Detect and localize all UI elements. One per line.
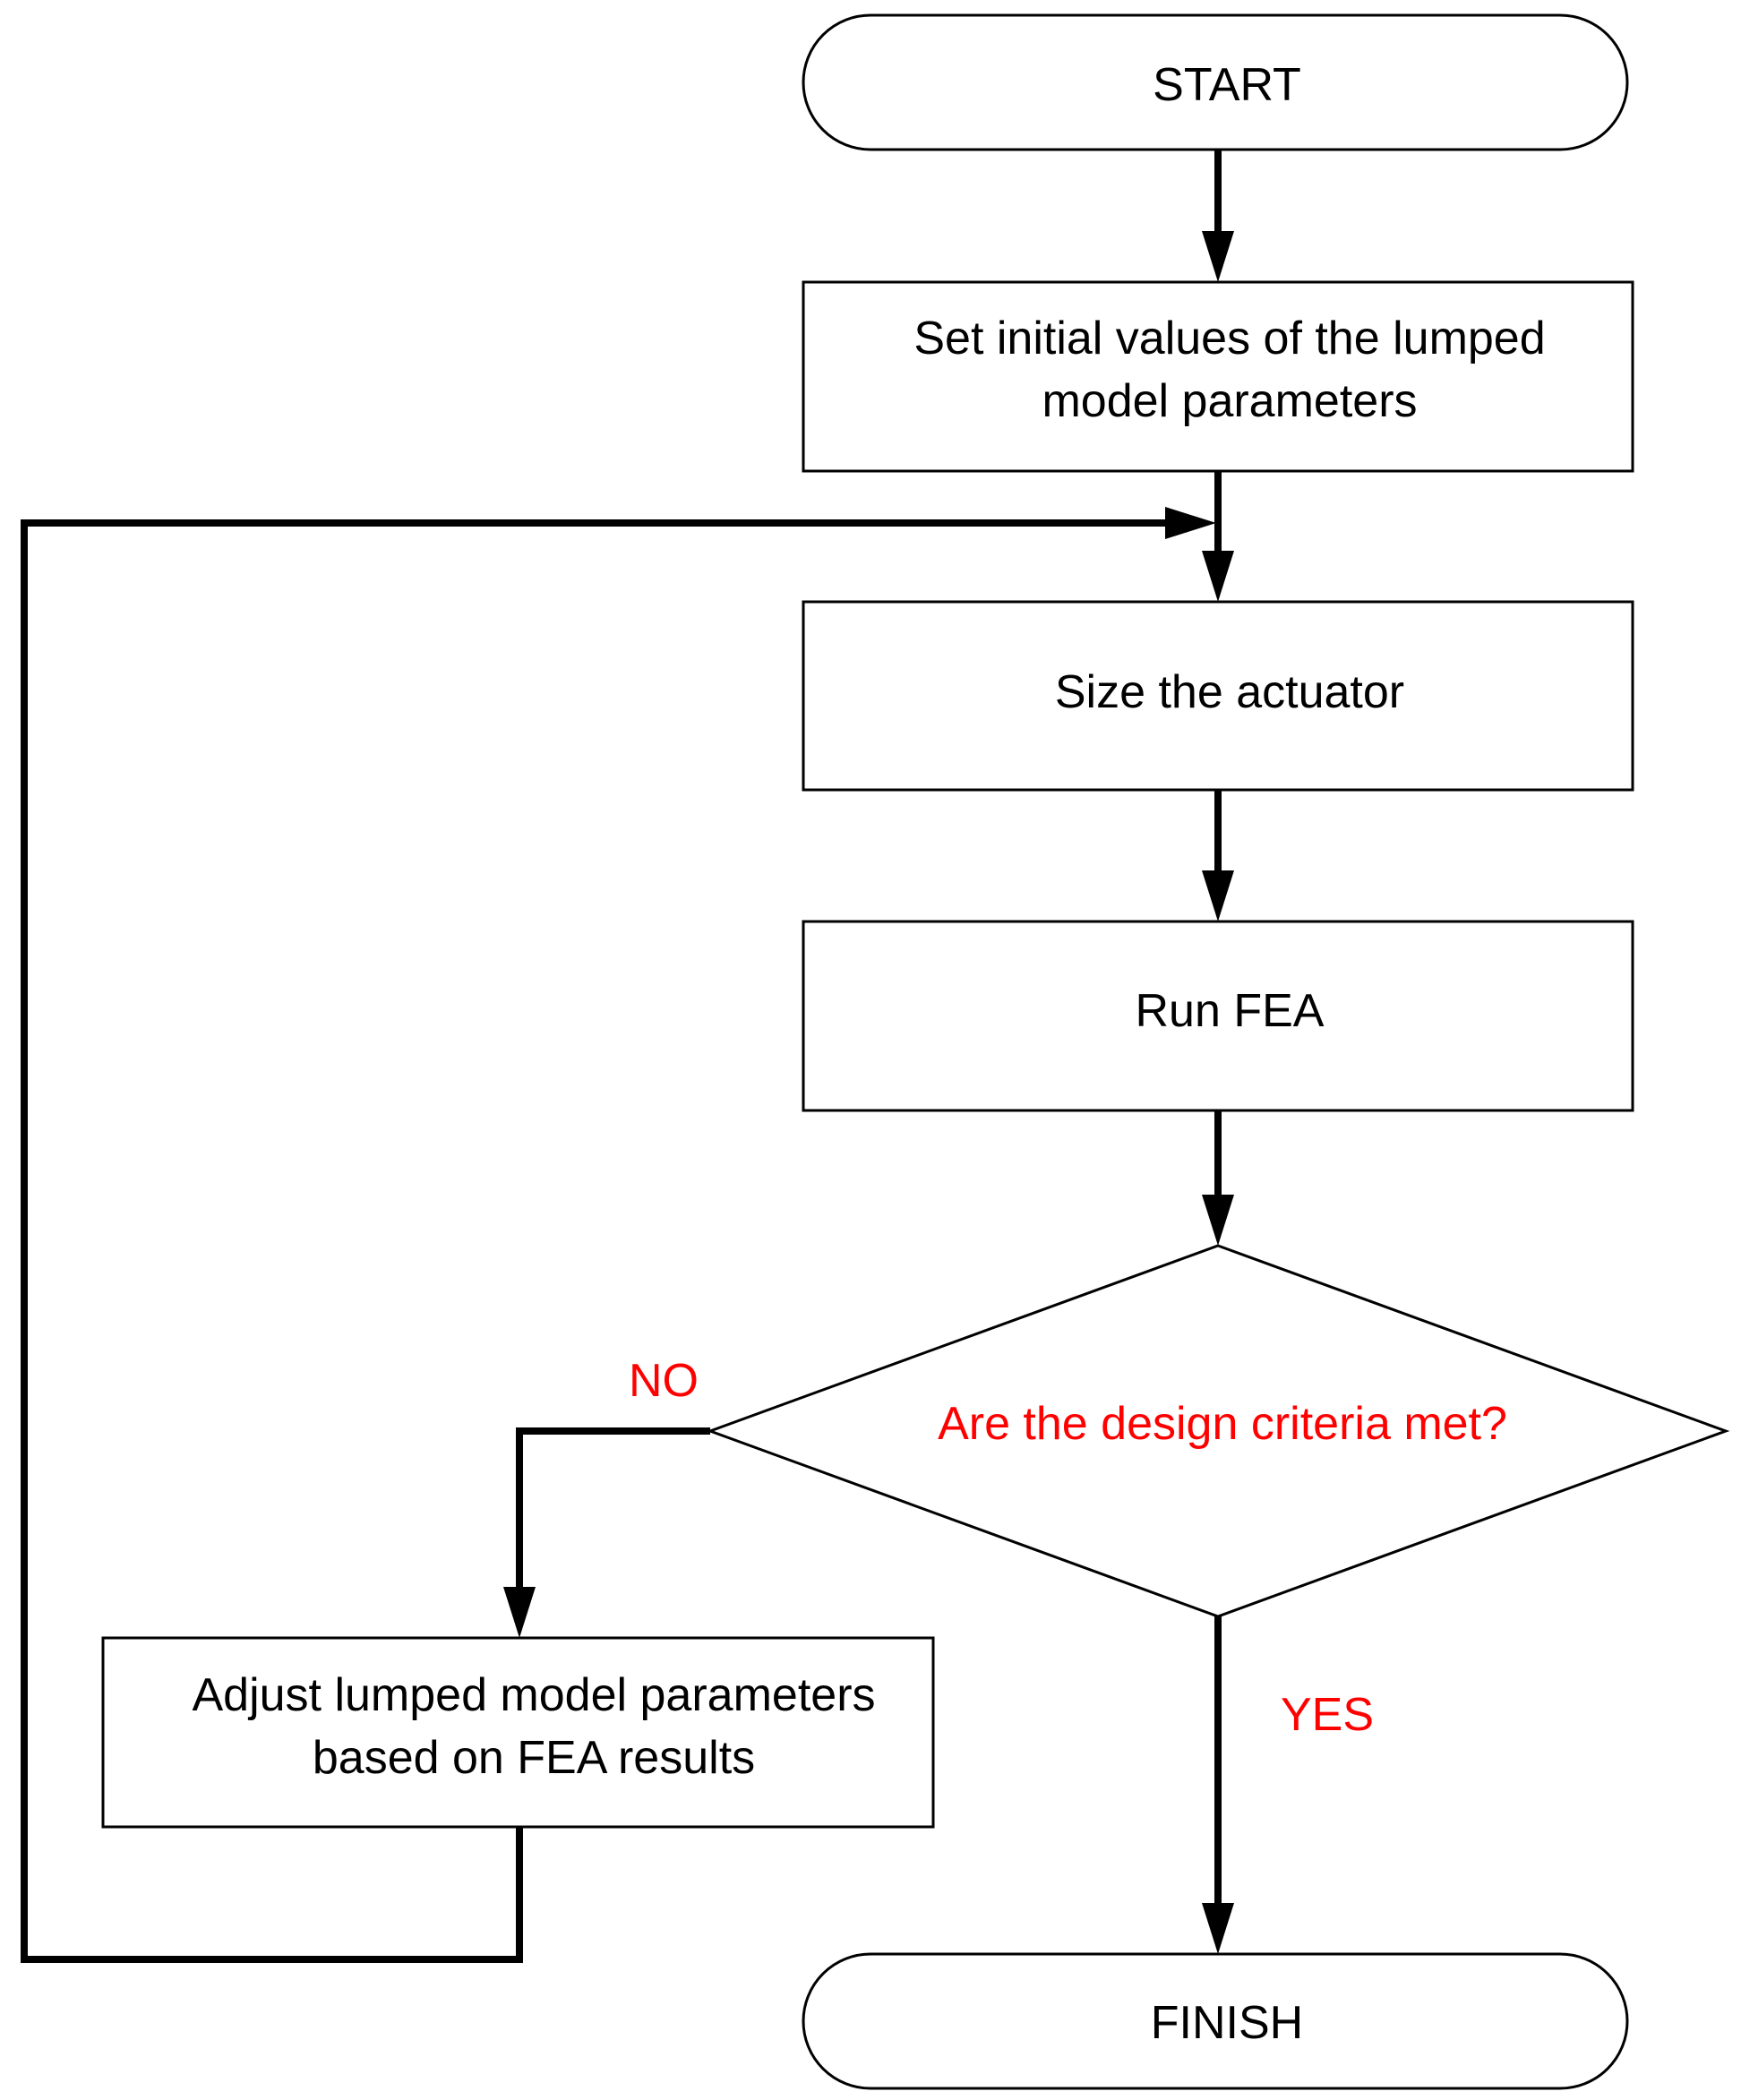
arrow-size-actuator-to-run-fea	[1202, 790, 1234, 921]
adjust-parameters-label-line1: Adjust lumped model parameters	[192, 1669, 875, 1721]
arrow-decision-no-to-adjust	[503, 1427, 710, 1638]
run-fea-box	[802, 920, 1634, 1112]
finish-label: FINISH	[1151, 1997, 1303, 2049]
feedback-loop-line	[21, 519, 1167, 1963]
set-initial-values-node: Set initial values of the lumped model p…	[802, 280, 1634, 473]
arrowhead-down	[1202, 870, 1234, 921]
run-fea-node: Run FEA	[802, 920, 1634, 1112]
no-edge-label: NO	[629, 1355, 699, 1407]
adjust-parameters-node: Adjust lumped model parameters based on …	[101, 1636, 935, 1829]
set-initial-values-label-line1: Set initial values of the lumped	[913, 313, 1545, 364]
arrow-run-fea-to-decision	[1202, 1110, 1234, 1246]
arrow-start-to-set-initial	[1202, 150, 1234, 282]
design-criteria-decision-node: Are the design criteria met?	[706, 1244, 1730, 1618]
arrow-set-initial-to-size-actuator	[1202, 471, 1234, 602]
start-node: START	[802, 13, 1629, 151]
arrowhead-down	[503, 1587, 536, 1638]
start-label: START	[1153, 59, 1301, 111]
arrow-adjust-loop-back	[21, 507, 1216, 1963]
set-initial-values-box	[802, 280, 1634, 473]
arrowhead-down	[1202, 1903, 1234, 1954]
connector-line	[516, 1427, 710, 1589]
finish-terminator-shape	[802, 1952, 1629, 2090]
size-actuator-node: Size the actuator	[802, 600, 1634, 792]
run-fea-label: Run FEA	[1136, 985, 1325, 1037]
arrow-decision-yes-to-finish	[1202, 1616, 1234, 1954]
size-actuator-label: Size the actuator	[1055, 666, 1404, 718]
arrowhead-right	[1165, 507, 1216, 539]
finish-node: FINISH	[802, 1952, 1629, 2090]
decision-label: Are the design criteria met?	[938, 1398, 1507, 1450]
adjust-parameters-label-line2: based on FEA results	[313, 1732, 755, 1784]
arrowhead-down	[1202, 551, 1234, 602]
yes-edge-label: YES	[1281, 1689, 1374, 1741]
set-initial-values-label-line2: model parameters	[1042, 375, 1417, 427]
arrowhead-down	[1202, 231, 1234, 282]
arrowhead-down	[1202, 1195, 1234, 1246]
